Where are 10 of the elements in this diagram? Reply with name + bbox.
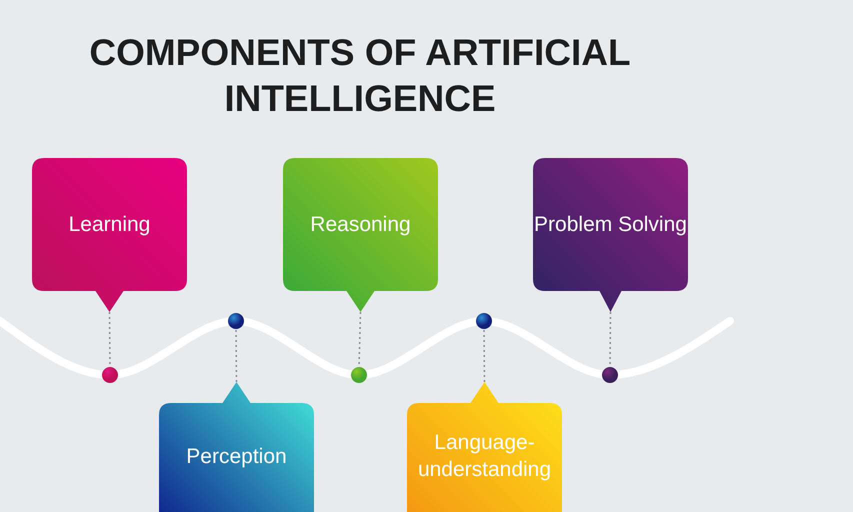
leader-line	[609, 312, 612, 367]
leader-line	[108, 312, 111, 367]
component-label: Reasoning	[310, 212, 411, 238]
component-label: Language-understanding	[416, 430, 552, 483]
component-label: Perception	[186, 444, 287, 470]
leader-line	[483, 329, 486, 382]
component-label: Problem Solving	[534, 212, 687, 238]
title: COMPONENTS OF ARTIFICIAL INTELLIGENCE	[88, 31, 632, 121]
leader-line	[235, 329, 238, 382]
component-label: Learning	[68, 212, 150, 238]
